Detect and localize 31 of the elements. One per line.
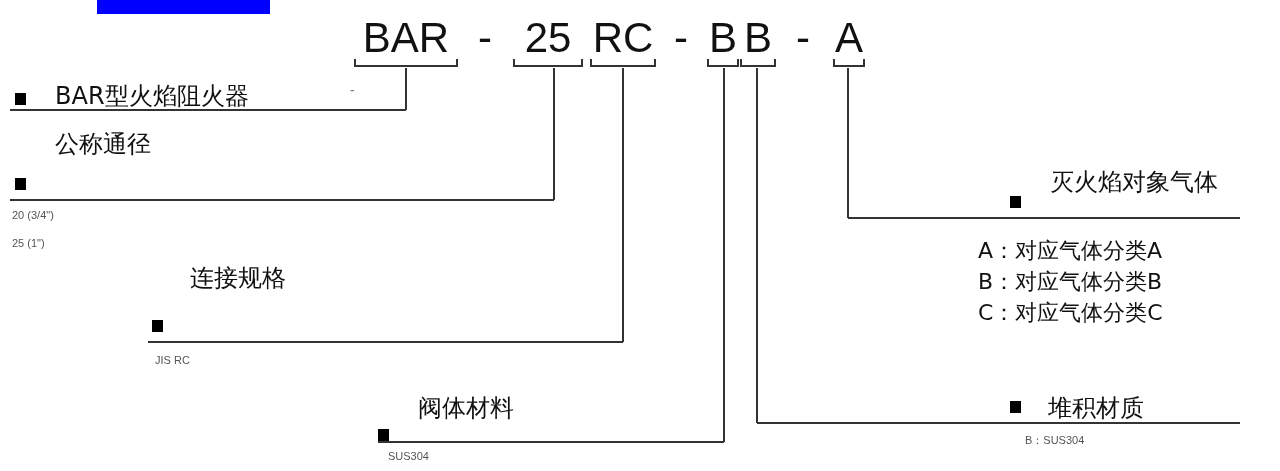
leader-line	[847, 67, 849, 219]
option-text: SUS304	[388, 450, 429, 462]
category-heading: 阀体材料	[418, 394, 514, 422]
code-letters: 25	[523, 16, 573, 60]
category-heading: BAR型火焰阻火器	[55, 82, 249, 110]
separator-dash: -	[350, 82, 355, 98]
separator-dash: -	[478, 16, 492, 60]
leader-line	[622, 67, 624, 343]
category-heading: 堆积材质	[1048, 394, 1144, 422]
option-text: C：对应气体分类C	[978, 299, 1163, 327]
code-letters: B	[743, 16, 773, 60]
code-letters: RC	[591, 16, 655, 60]
leader-line	[723, 67, 725, 443]
code-letters: A	[834, 16, 864, 60]
separator-dash: -	[674, 16, 688, 60]
leader-line	[405, 67, 407, 111]
category-heading: 连接规格	[190, 264, 286, 292]
category-heading: 灭火焰对象气体	[1050, 168, 1218, 196]
option-text: B：SUS304	[1025, 433, 1085, 448]
option-text: A：对应气体分类A	[978, 237, 1163, 265]
option-text: JIS RC	[155, 354, 190, 366]
leader-line	[756, 67, 758, 424]
option-text: B：对应气体分类B	[978, 268, 1163, 296]
code-letters: B	[708, 16, 738, 60]
title-bar	[97, 0, 270, 14]
option-text: 20 (3/4")	[12, 209, 54, 221]
separator-dash: -	[796, 16, 810, 60]
code-letters: BAR	[361, 16, 451, 60]
leader-line	[553, 67, 555, 201]
option-text: 25 (1")	[12, 237, 45, 249]
category-heading: 公称通径	[55, 130, 151, 158]
